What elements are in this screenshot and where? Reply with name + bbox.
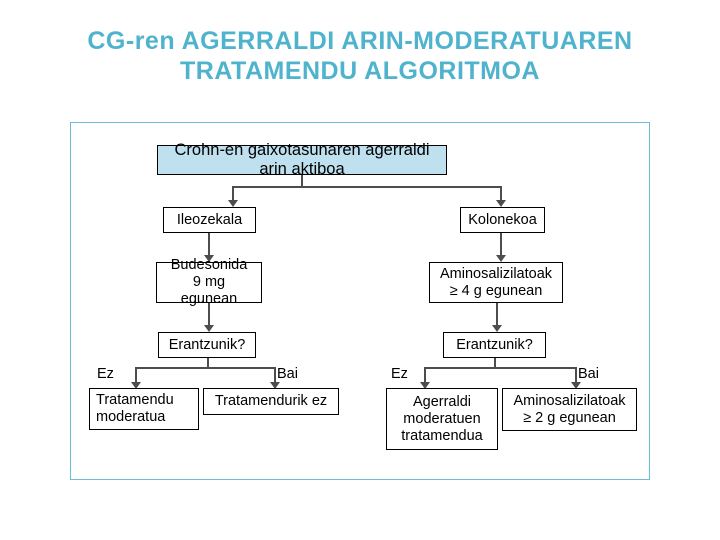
node-aminosalizilatoak-4g: Aminosalizilatoak ≥ 4 g egunean <box>429 262 563 303</box>
arrow-to-aminosalizilatoak-4g <box>496 255 506 262</box>
connector-header-split <box>232 186 502 188</box>
connector-right-yes <box>575 367 577 385</box>
label-right-no: Ez <box>391 366 408 382</box>
connector-kolonekoa-aminosalizilatoak <box>500 233 502 258</box>
connector-right-branch-split <box>424 367 576 369</box>
arrow-to-erantzunik-left <box>204 325 214 332</box>
connector-header-stem <box>301 175 303 187</box>
connector-ileozekala-budesonida <box>208 233 210 258</box>
node-header: Crohn-en gaixotasunaren agerraldi arin a… <box>157 141 447 178</box>
node-ileozekala: Ileozekala <box>163 207 256 233</box>
arrow-right-no <box>420 382 430 389</box>
arrow-to-budesonida <box>204 255 214 262</box>
node-aminosalizilatoak-2g: Aminosalizilatoak ≥ 2 g egunean <box>502 388 637 431</box>
title-line-2: TRATAMENDU ALGORITMOA <box>180 57 540 85</box>
page-title: CG-ren AGERRALDI ARIN-MODERATUAREN TRATA… <box>0 26 720 86</box>
connector-right-no <box>424 367 426 385</box>
arrow-left-no <box>131 382 141 389</box>
connector-right-branch-stem <box>494 358 496 368</box>
node-tratamendu-moderatua: Tratamendu moderatua <box>89 388 199 430</box>
flowchart: Crohn-en gaixotasunaren agerraldi arin a… <box>70 122 650 480</box>
connector-left-branch-split <box>135 367 275 369</box>
node-agerraldi-moderatuen: Agerraldi moderatuen tratamendua <box>386 388 498 450</box>
label-left-yes: Bai <box>277 366 298 382</box>
node-budesonida: Budesonida 9 mg egunean <box>156 257 262 307</box>
connector-left-no <box>135 367 137 385</box>
connector-to-kolonekoa <box>500 186 502 203</box>
node-tratamendurik-ez: Tratamendurik ez <box>203 388 339 415</box>
connector-budesonida-erantzunik <box>208 303 210 328</box>
connector-left-yes <box>274 367 276 385</box>
label-left-no: Ez <box>97 366 114 382</box>
arrow-to-erantzunik-right <box>492 325 502 332</box>
title-line-1: CG-ren AGERRALDI ARIN-MODERATUAREN <box>87 27 633 55</box>
connector-left-branch-stem <box>207 358 209 368</box>
arrow-to-kolonekoa <box>496 200 506 207</box>
connector-aminosalizilatoak-erantzunik <box>496 303 498 328</box>
label-right-yes: Bai <box>578 366 599 382</box>
arrow-left-yes <box>270 382 280 389</box>
node-erantzunik-right: Erantzunik? <box>443 332 546 358</box>
arrow-right-yes <box>571 382 581 389</box>
node-erantzunik-left: Erantzunik? <box>158 332 256 358</box>
arrow-to-ileozekala <box>228 200 238 207</box>
connector-to-ileozekala <box>232 186 234 203</box>
node-kolonekoa: Kolonekoa <box>460 207 545 233</box>
